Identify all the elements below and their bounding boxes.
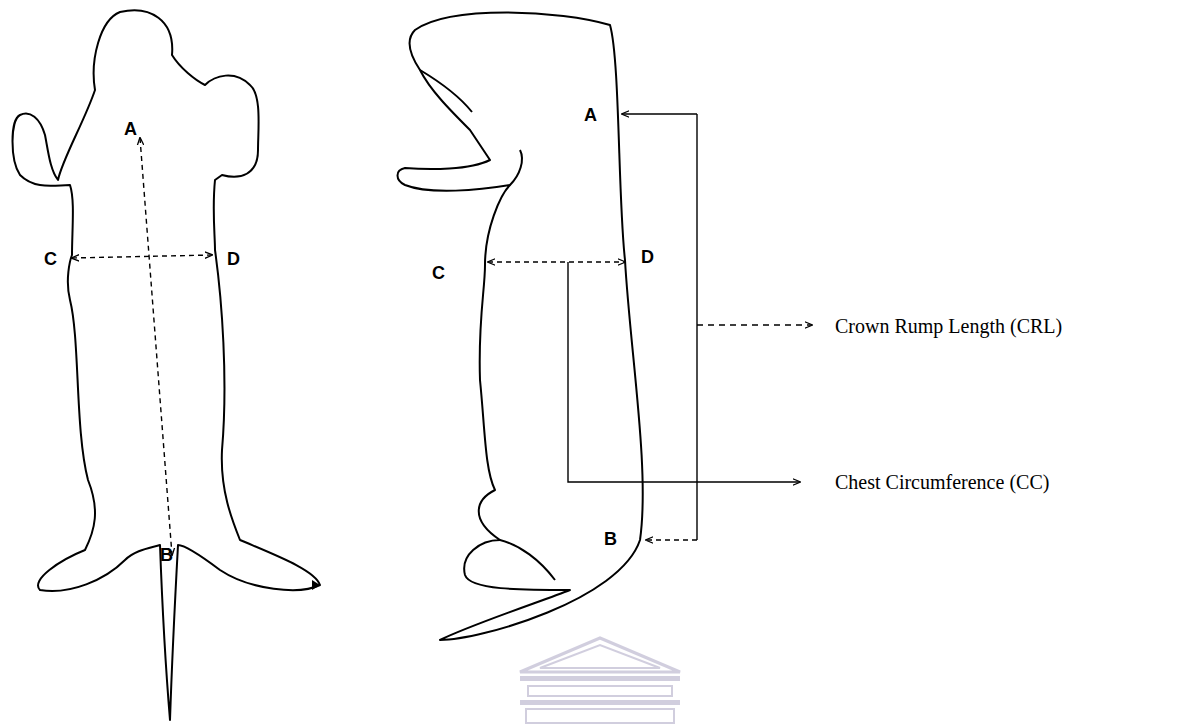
- pup-lateral-outline: [398, 13, 643, 641]
- crl-bracket: [696, 114, 697, 540]
- point-letter: C: [44, 250, 57, 268]
- chest-dashed: [488, 261, 625, 262]
- crl-leader: [697, 324, 812, 325]
- point-letter: D: [227, 250, 240, 268]
- point-letter: C: [432, 264, 445, 282]
- pup-dorsal-outline: [13, 10, 321, 720]
- forelimb-line: [510, 150, 522, 185]
- crown-rump-dashed: [140, 138, 172, 555]
- mouth-line: [420, 70, 472, 112]
- watermark-logo: [520, 638, 680, 723]
- measure-label: Chest Circumference (CC): [835, 472, 1049, 492]
- crl-arrow-top: [622, 113, 697, 114]
- point-letter: A: [584, 106, 597, 124]
- cc-leader: [568, 262, 800, 482]
- foot-tip: [312, 580, 320, 590]
- crl-arrow-bottom: [646, 539, 697, 540]
- point-letter: D: [641, 248, 654, 266]
- point-letter: B: [604, 530, 617, 548]
- point-letter: B: [160, 546, 173, 564]
- hindlimb-line: [500, 540, 555, 580]
- chest-dashed: [72, 255, 212, 258]
- measure-label: Crown Rump Length (CRL): [835, 316, 1062, 336]
- point-letter: A: [124, 120, 137, 138]
